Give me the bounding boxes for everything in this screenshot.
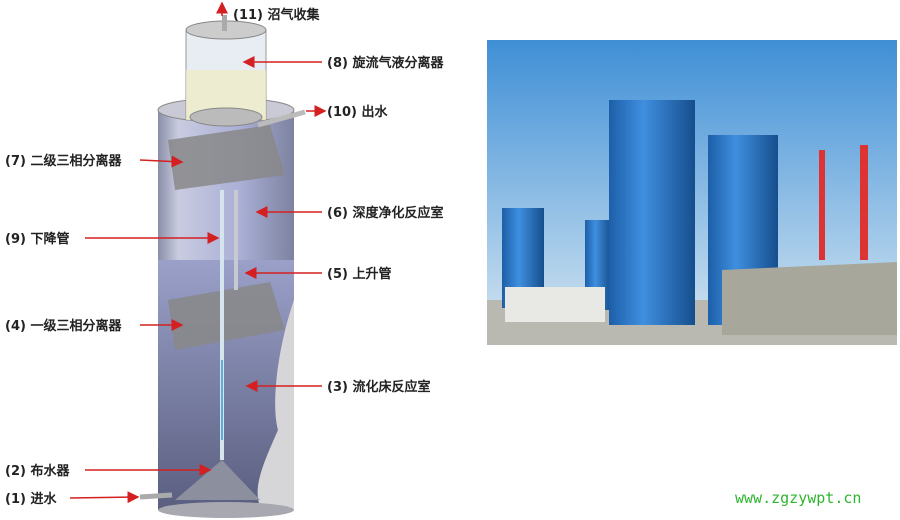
label-cyclone-separator: (8) 旋流气液分离器 — [327, 55, 444, 71]
cyclone-separator — [185, 15, 267, 127]
label-biogas-collection: (11) 沼气收集 — [233, 7, 320, 23]
label-downcomer: (9) 下降管 — [5, 231, 69, 247]
first-stage-separator — [168, 282, 285, 350]
arrow-second-separator — [139, 155, 184, 168]
label-purification-chamber: (6) 深度净化反应室 — [327, 205, 443, 221]
outlet-pipe — [257, 109, 306, 128]
label-second-stage-separator: (7) 二级三相分离器 — [5, 153, 122, 169]
label-water-outlet: (10) 出水 — [327, 104, 388, 120]
label-arrows — [69, 1, 327, 504]
label-fluidized-bed: (3) 流化床反应室 — [327, 379, 430, 395]
water-distributor — [175, 460, 260, 500]
arrow-inlet — [69, 491, 140, 504]
inlet-pipe — [139, 492, 173, 500]
plant-photo — [487, 40, 897, 345]
label-water-inlet: (1) 进水 — [5, 491, 57, 507]
label-riser: (5) 上升管 — [327, 266, 391, 282]
watermark: www.zgzywpt.cn — [735, 489, 861, 507]
second-stage-separator — [168, 125, 285, 190]
label-water-distributor: (2) 布水器 — [5, 463, 70, 479]
label-first-stage-separator: (4) 一级三相分离器 — [5, 318, 122, 334]
